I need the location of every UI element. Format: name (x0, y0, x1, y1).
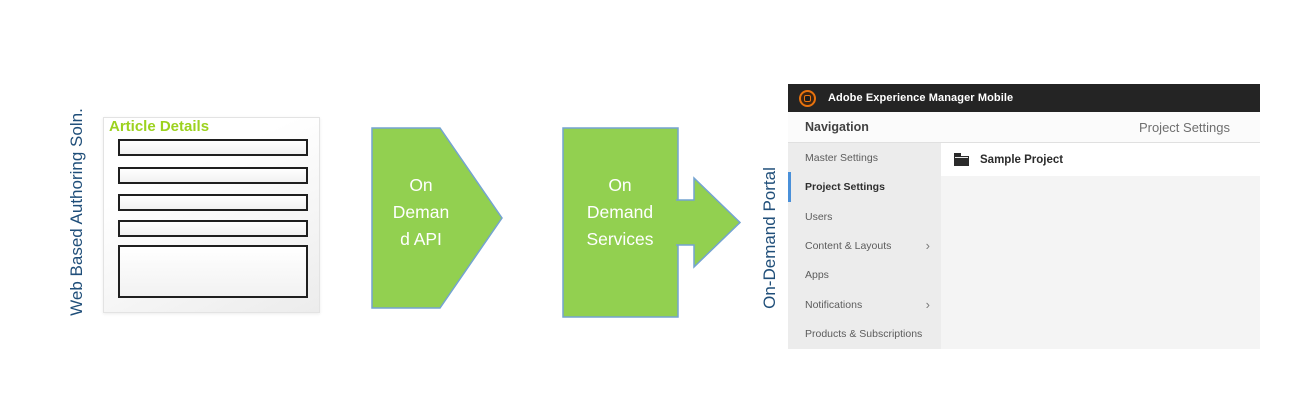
sidebar-item-label: Project Settings (805, 181, 885, 194)
aem-portal-window: Adobe Experience Manager Mobile Navigati… (788, 84, 1260, 350)
sidebar-item-label: Users (805, 210, 833, 223)
project-name: Sample Project (980, 153, 1064, 166)
sidebar-item-label: Notifications (805, 298, 863, 311)
authoring-solution-label: Web Based Authoring Soln. (67, 108, 86, 316)
chevron-right-icon: › (925, 296, 930, 312)
portal-navbar: Navigation Project Settings (788, 112, 1260, 143)
article-textarea-field[interactable] (118, 245, 308, 298)
article-details-panel: Article Details (103, 117, 320, 313)
article-input-field[interactable] (118, 194, 308, 211)
aem-mobile-logo-icon (799, 89, 816, 107)
sidebar-item-label: Products & Subscriptions (805, 328, 923, 341)
sidebar-item-label: Master Settings (805, 151, 878, 164)
app-title: Adobe Experience Manager Mobile (828, 92, 1014, 104)
on-demand-api-arrow-label: On Deman d API (392, 175, 450, 249)
sidebar-item-products-subscriptions[interactable]: Products & Subscriptions (788, 320, 941, 349)
portal-header-bar: Adobe Experience Manager Mobile (788, 84, 1260, 112)
navigation-heading: Navigation (805, 120, 869, 134)
sidebar-item-project-settings[interactable]: Project Settings (788, 172, 941, 202)
folder-icon (954, 152, 969, 166)
sidebar-item-label: Content & Layouts (805, 239, 892, 252)
on-demand-api-arrow (371, 127, 503, 309)
on-demand-services-arrow (562, 127, 742, 318)
chevron-right-icon: › (925, 237, 930, 253)
article-input-field[interactable] (118, 139, 308, 156)
sidebar-item-content-layouts[interactable]: Content & Layouts › (788, 231, 941, 260)
main-content: Sample Project (941, 143, 1260, 349)
portal-label: On-Demand Portal (760, 167, 779, 309)
article-details-title: Article Details (109, 118, 210, 135)
on-demand-services-arrow-label: On Demand Services (586, 175, 654, 249)
content-area (941, 176, 1260, 349)
sidebar-item-master-settings[interactable]: Master Settings (788, 143, 941, 172)
article-input-field[interactable] (118, 220, 308, 237)
project-row[interactable]: Sample Project (941, 143, 1260, 176)
sidebar-item-apps[interactable]: Apps (788, 261, 941, 290)
sidebar-item-notifications[interactable]: Notifications › (788, 290, 941, 319)
current-section-title: Project Settings (1138, 119, 1230, 135)
sidebar-item-label: Apps (805, 269, 829, 282)
article-input-field[interactable] (118, 167, 308, 184)
sidebar-item-users[interactable]: Users (788, 202, 941, 231)
